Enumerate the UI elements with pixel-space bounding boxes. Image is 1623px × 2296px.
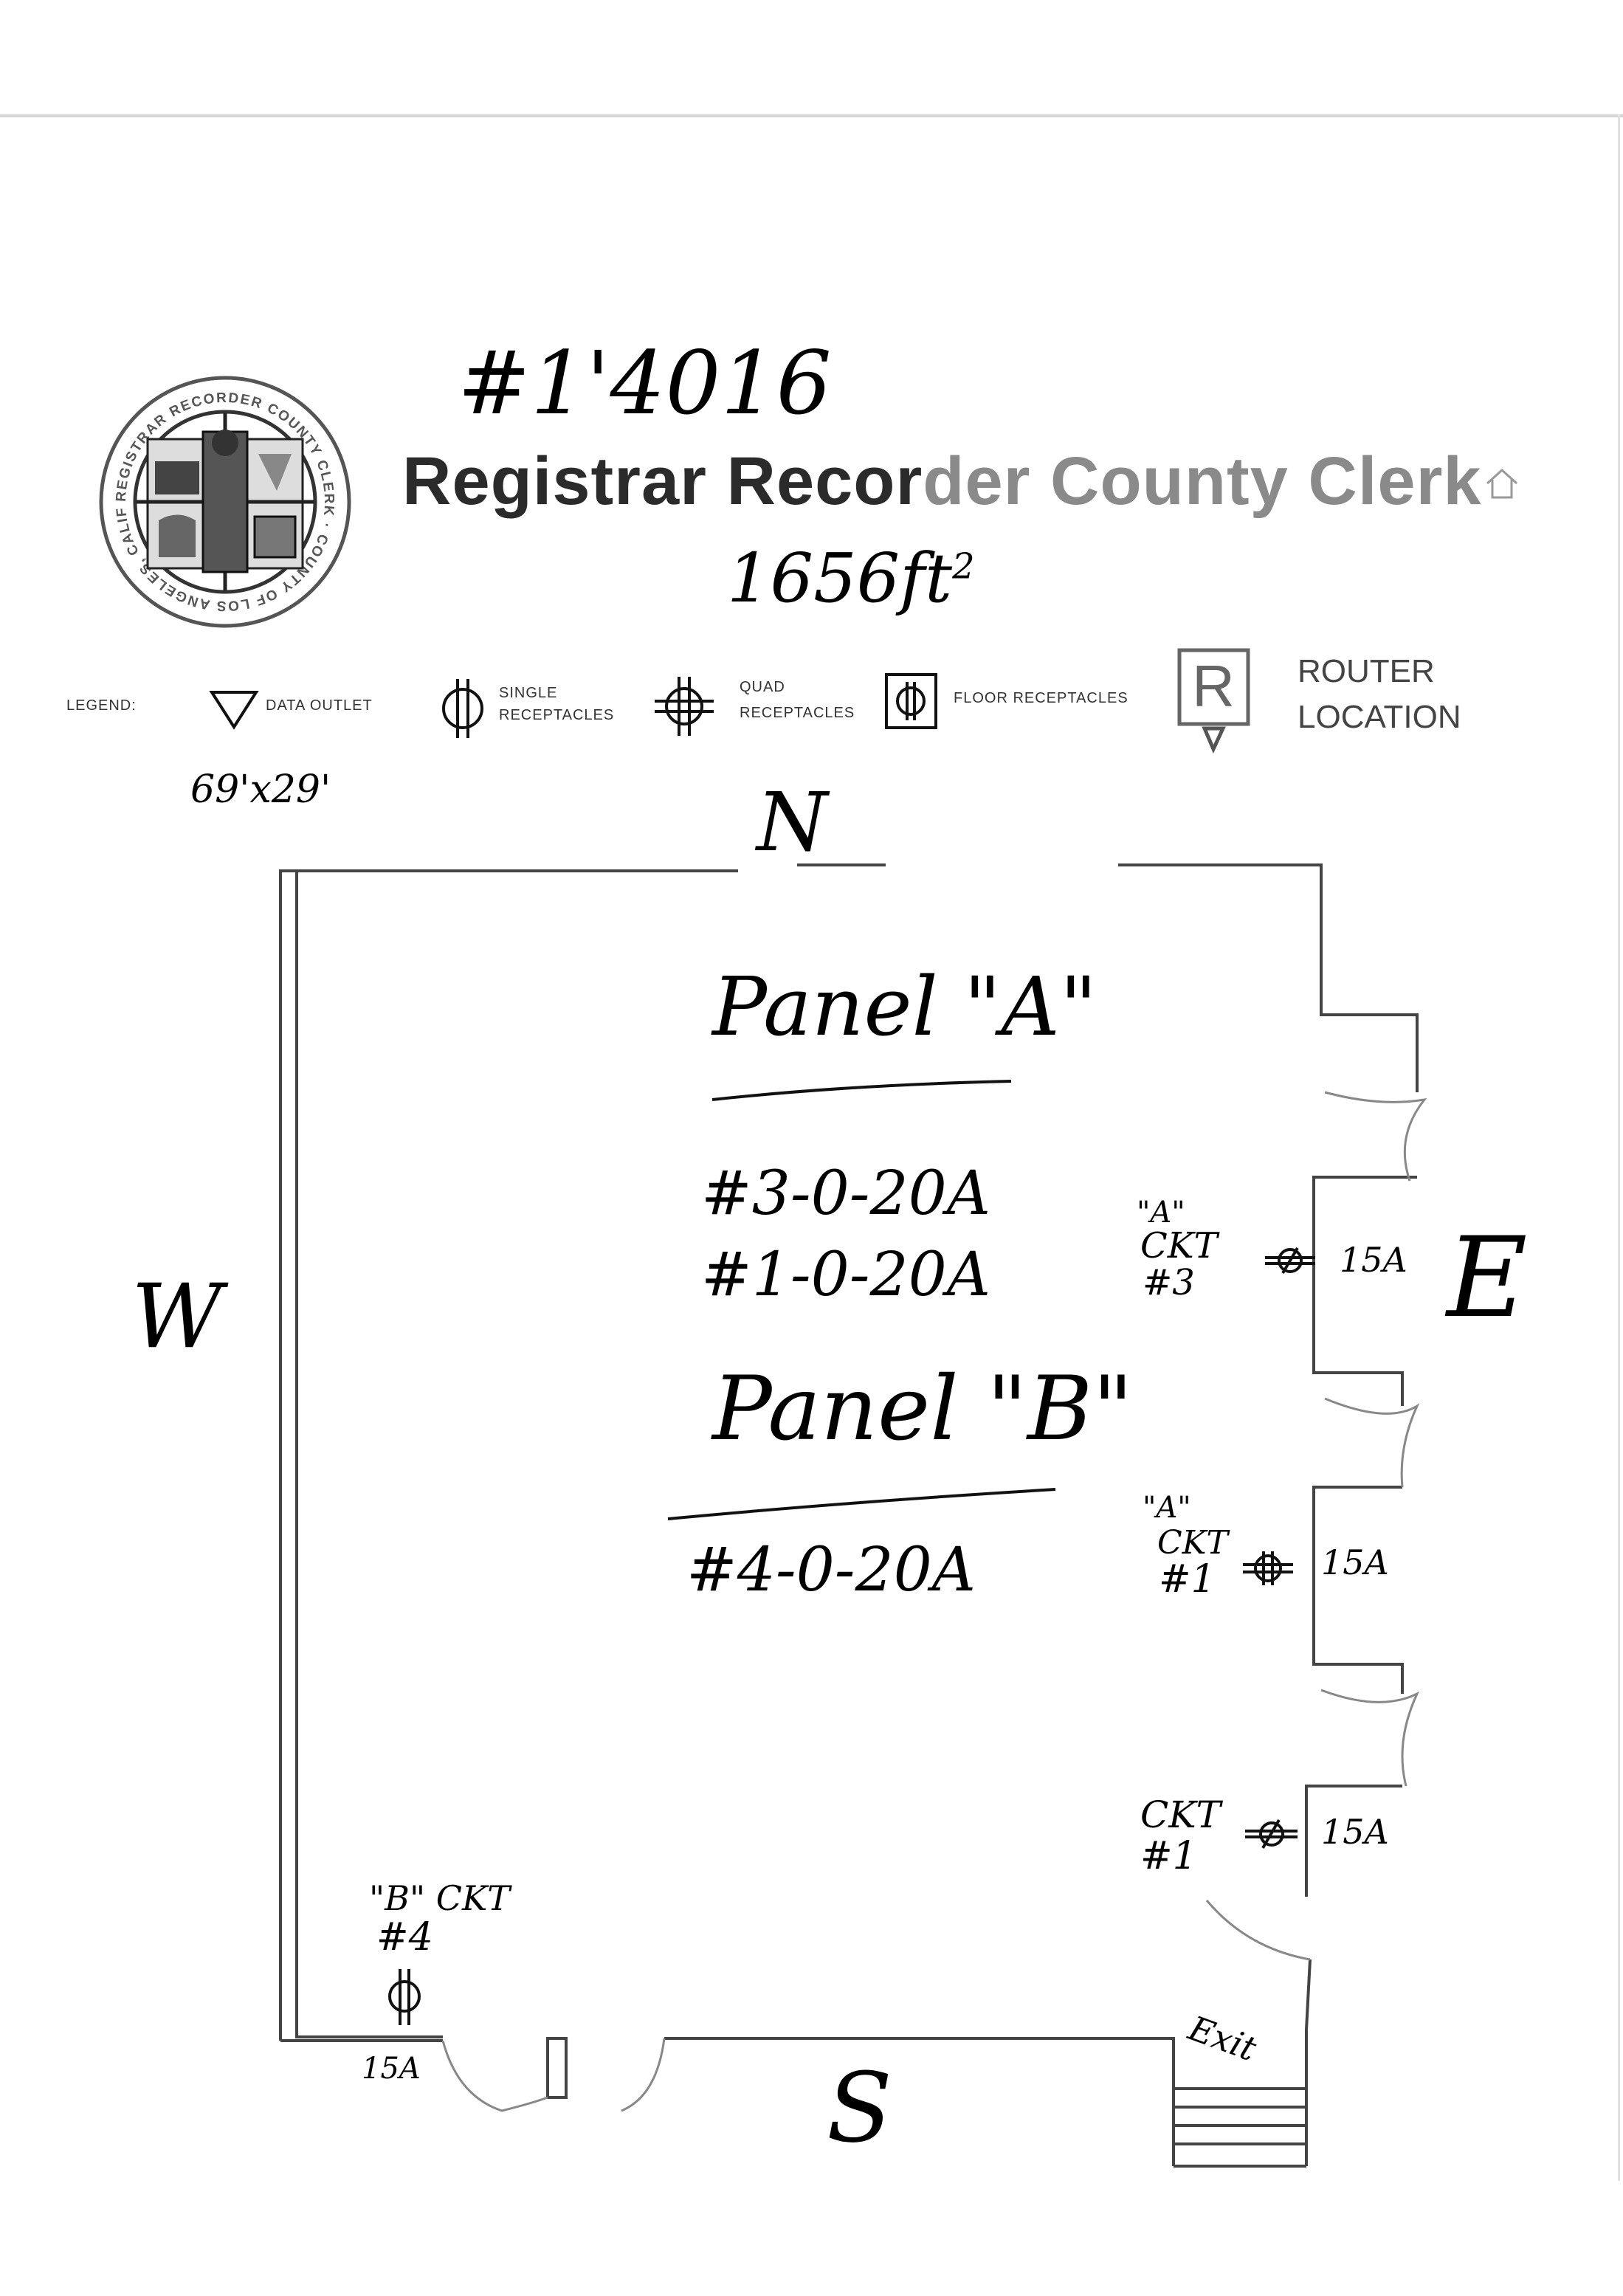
data-outlet-triangle-icon — [209, 691, 259, 730]
page-title: Registrar Recorder County Clerk — [402, 444, 1482, 519]
circuit-a3-number: #3 — [1143, 1262, 1195, 1303]
legend-label: LEGEND: — [66, 697, 137, 714]
single-receptacle-icon — [388, 1969, 421, 2025]
handwritten-area: 1656ft2 — [727, 539, 975, 618]
legend-router-line1: ROUTER — [1298, 653, 1435, 689]
single-receptacle-icon — [442, 679, 483, 738]
compass-west: W — [131, 1266, 223, 1368]
circuit-1-number: #1 — [1140, 1834, 1197, 1878]
legend-floor: FLOOR RECEPTACLES — [954, 690, 1128, 706]
circuit-1-amperage: 15A — [1321, 1812, 1389, 1852]
legend-single-line1: SINGLE — [499, 685, 558, 701]
quad-receptacle-icon — [1245, 1818, 1298, 1849]
home-icon — [1486, 468, 1518, 499]
circuit-a1-panel: "A" — [1143, 1491, 1191, 1525]
south-door-post — [546, 2037, 568, 2099]
circuit-a3-amperage: 15A — [1340, 1240, 1407, 1280]
panel-a-title: Panel "A" — [712, 959, 1097, 1054]
east-wall-2 — [1312, 1486, 1404, 1694]
legend-router-line2: LOCATION — [1298, 699, 1461, 735]
circuit-b4-amperage: 15A — [362, 2052, 421, 2086]
compass-south: S — [827, 2052, 893, 2164]
circuit-a1-ckt: CKT — [1157, 1524, 1228, 1562]
legend-data-outlet: DATA OUTLET — [266, 697, 373, 714]
circuit-b4-number: #4 — [376, 1915, 433, 1959]
router-location-icon: R — [1177, 648, 1250, 754]
svg-text:R: R — [1192, 653, 1235, 719]
panel-a-line1: #3-0-20A — [701, 1159, 991, 1229]
compass-north: N — [757, 775, 828, 869]
east-wall-1 — [1312, 1176, 1417, 1406]
floor-receptacle-icon — [885, 673, 937, 729]
south-wall-right — [664, 2037, 1175, 2166]
panel-a-line2: #1-0-20A — [701, 1240, 991, 1310]
county-seal-logo: REGISTRAR RECORDER COUNTY CLERK · COUNTY… — [96, 373, 351, 628]
circuit-1-ckt: CKT — [1140, 1793, 1221, 1836]
east-wall-3 — [1305, 1785, 1402, 1897]
north-wall — [279, 869, 738, 2041]
handwritten-dimensions: 69'x29' — [190, 768, 331, 812]
page-right-edge — [1618, 114, 1620, 2181]
east-wall-4 — [1305, 1959, 1312, 2166]
circuit-a1-amperage: 15A — [1321, 1542, 1389, 1582]
circuit-a3-panel: "A" — [1137, 1196, 1185, 1230]
legend-single-line2: RECEPTACLES — [499, 707, 615, 723]
quad-receptacle-icon — [1265, 1247, 1315, 1275]
handwritten-number: #1'4016 — [458, 332, 832, 434]
circuit-a3-ckt: CKT — [1140, 1225, 1218, 1266]
legend-quad-line1: QUAD — [740, 679, 785, 695]
circuit-a1-number: #1 — [1159, 1557, 1216, 1602]
panel-b-title: Panel "B" — [712, 1358, 1134, 1461]
west-south-wall — [295, 871, 443, 2038]
page-top-edge — [0, 114, 1623, 117]
quad-receptacle-icon — [655, 677, 714, 736]
panel-b-line1: #4-0-20A — [686, 1535, 976, 1605]
legend-quad-line2: RECEPTACLES — [740, 705, 855, 721]
compass-east: E — [1447, 1214, 1528, 1342]
circuit-b4-ckt: "B" CKT — [369, 1878, 510, 1918]
quad-receptacle-icon — [1243, 1551, 1293, 1585]
north-east-wall — [1118, 863, 1419, 1092]
